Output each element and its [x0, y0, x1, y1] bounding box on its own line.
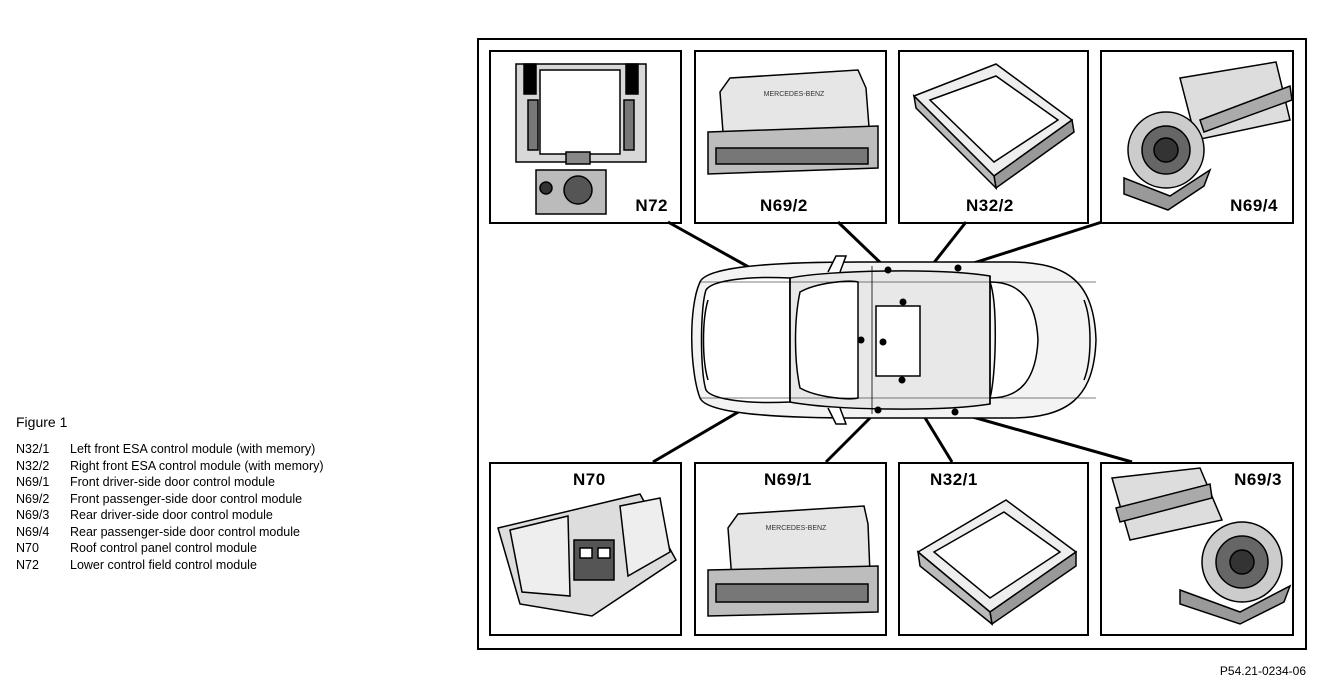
- panel-label-n32-2: N32/2: [966, 196, 1014, 215]
- n69-4-illustration: [1123, 61, 1293, 211]
- legend-code: N32/2: [16, 458, 50, 473]
- n32-2-illustration: [912, 63, 1075, 191]
- legend-row: N32/1 Left front ESA control module (with…: [16, 442, 324, 459]
- legend-row: N69/2 Front passenger-side door control m…: [16, 492, 324, 509]
- legend-table: N32/1 Left front ESA control module (with…: [16, 442, 324, 574]
- panel-n69-3: N69/3: [1100, 462, 1294, 636]
- connection-points: [857, 264, 962, 416]
- panel-label-n32-1: N32/1: [930, 470, 978, 489]
- legend-code: N70: [16, 541, 39, 555]
- diagram-frame: [477, 38, 1307, 650]
- panel-n69-2: N69/2: [694, 50, 887, 224]
- car-top-view: [691, 255, 1097, 425]
- legend-desc: Front passenger-side door control module: [70, 491, 303, 506]
- panel-n69-1: N69/1: [694, 462, 887, 636]
- n69-3-illustration: [1111, 467, 1292, 625]
- legend-desc: Roof control panel control module: [70, 541, 257, 555]
- leader-line-n69-4: [957, 220, 1103, 270]
- legend-row: N72 Lower control field control module: [16, 558, 324, 575]
- legend-desc: Lower control field control module: [70, 557, 257, 572]
- leader-line-n69-3: [954, 410, 1133, 464]
- legend-row: N70 Roof control panel control module: [16, 541, 324, 558]
- reference-number: P54.21-0234-06: [1219, 664, 1306, 678]
- legend-desc: Rear passenger-side door control module: [70, 524, 300, 539]
- legend-row: N69/1 Front driver-side door control modu…: [16, 475, 324, 492]
- n69-2-illustration: MERCEDES-BENZ: [707, 69, 879, 175]
- legend-desc: Right front ESA control module (with mem…: [70, 458, 324, 473]
- legend-row: N69/4 Rear passenger-side door control mo…: [16, 525, 324, 542]
- legend-desc: Left front ESA control module (with memo…: [70, 442, 316, 456]
- panel-n72: N72: [489, 50, 682, 224]
- legend-row: N69/3 Rear driver-side door control modul…: [16, 508, 324, 525]
- panel-label-n69-2: N69/2: [760, 196, 808, 215]
- n72-illustration: [515, 63, 647, 215]
- legend-desc: Front driver-side door control module: [70, 475, 275, 489]
- legend-code: N69/4: [16, 524, 50, 539]
- panel-label-n69-1: N69/1: [764, 470, 812, 489]
- panel-label-n69-3: N69/3: [1234, 470, 1282, 489]
- legend-code: N32/1: [16, 442, 50, 456]
- panel-n32-1: N32/1: [898, 462, 1089, 636]
- n70-illustration: [497, 493, 677, 617]
- legend-code: N69/3: [16, 508, 50, 522]
- legend: Figure 1 N32/1 Left front ESA control mod…: [16, 414, 324, 574]
- panel-label-n70: N70: [573, 470, 606, 489]
- legend-code: N69/1: [16, 475, 50, 489]
- panel-n69-4: N69/4: [1100, 50, 1294, 224]
- panel-label-n69-4: N69/4: [1230, 196, 1278, 215]
- legend-row: N32/2 Right front ESA control module (wit…: [16, 459, 324, 476]
- panel-label-n72: N72: [635, 196, 668, 215]
- brand-label: MERCEDES-BENZ: [764, 91, 825, 98]
- n69-1-illustration: MERCEDES-BENZ: [707, 505, 879, 617]
- legend-desc: Rear driver-side door control module: [70, 508, 273, 522]
- legend-code: N72: [16, 557, 39, 572]
- legend-code: N69/2: [16, 491, 50, 506]
- brand-label: MERCEDES-BENZ: [766, 525, 827, 532]
- panel-n32-2: N32/2: [898, 50, 1089, 224]
- panel-n70: N70: [489, 462, 682, 636]
- figure-title: Figure 1: [16, 414, 68, 430]
- n32-1-illustration: [916, 499, 1078, 626]
